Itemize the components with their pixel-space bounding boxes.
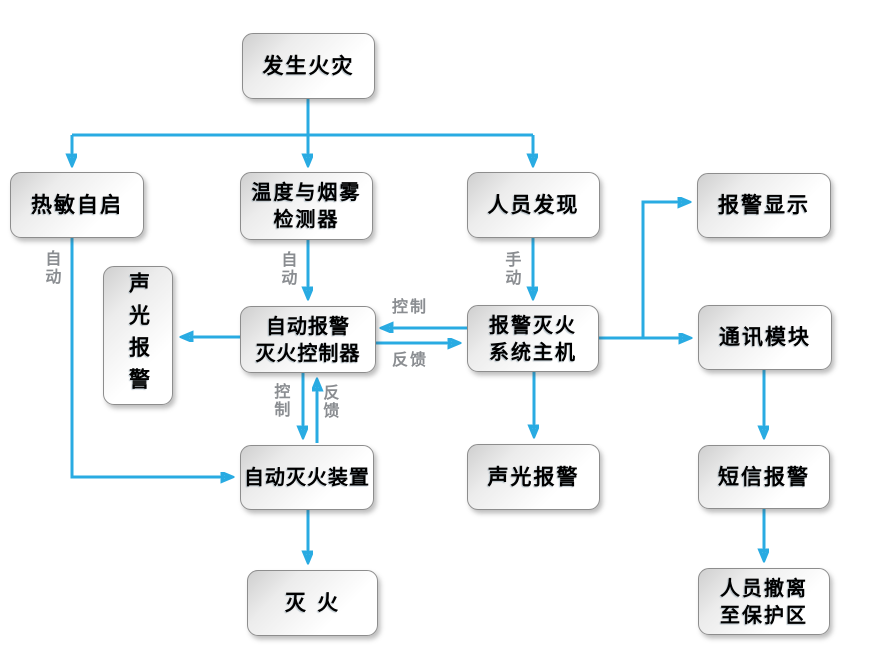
- node-sound-light-alarm-mid: 声光报警: [467, 444, 600, 510]
- node-thermal-auto-start: 热敏自启: [10, 172, 144, 238]
- node-sms-alarm: 短信报警: [698, 445, 830, 509]
- edge-label-control-horizontal: 控制: [392, 297, 429, 316]
- node-evacuate-label: 人员撤离 至保护区: [720, 575, 808, 627]
- node-alarm-system-host-label: 报警灭火 系统主机: [489, 312, 577, 364]
- node-temp-smoke-detector: 温度与烟雾 检测器: [240, 172, 373, 240]
- node-sound-light-alarm-left: 声光报警: [103, 266, 173, 405]
- edge-label-feedback-vertical: 反馈: [320, 384, 340, 420]
- edge-label-control-vertical: 控制: [271, 383, 291, 419]
- node-auto-alarm-controller: 自动报警 灭火控制器: [240, 306, 376, 373]
- flow-arrow-thermal-to-device: [70, 238, 231, 477]
- node-sound-light-alarm-mid-label: 声光报警: [487, 464, 580, 489]
- node-person-discover-label: 人员发现: [487, 192, 580, 217]
- flow-arrow-host-to-alarm-display: [641, 202, 688, 338]
- node-evacuate: 人员撤离 至保护区: [698, 568, 830, 635]
- node-comm-module-label: 通讯模块: [719, 325, 811, 350]
- node-alarm-system-host: 报警灭火 系统主机: [467, 305, 599, 372]
- node-person-discover: 人员发现: [467, 172, 600, 238]
- node-auto-extinguish-device: 自动灭火装置: [240, 445, 374, 510]
- edge-label-feedback-horizontal: 反馈: [392, 350, 429, 369]
- node-extinguish-label: 灭 火: [284, 590, 341, 615]
- node-sms-alarm-label: 短信报警: [718, 464, 810, 489]
- node-fire-occurs-label: 发生火灾: [262, 53, 355, 78]
- node-auto-alarm-controller-label: 自动报警 灭火控制器: [255, 313, 361, 365]
- node-auto-extinguish-device-label: 自动灭火装置: [244, 465, 370, 489]
- node-alarm-display: 报警显示: [697, 173, 831, 238]
- node-temp-smoke-detector-label: 温度与烟雾 检测器: [251, 180, 362, 231]
- node-comm-module: 通讯模块: [698, 305, 832, 370]
- node-thermal-auto-start-label: 热敏自启: [31, 192, 123, 217]
- node-fire-occurs: 发生火灾: [242, 33, 375, 99]
- edge-label-manual-person: 手动: [502, 251, 522, 287]
- edge-label-auto-detector: 自动: [278, 251, 298, 287]
- edge-label-auto-thermal: 自动: [42, 250, 62, 286]
- node-alarm-display-label: 报警显示: [718, 193, 810, 218]
- node-sound-light-alarm-left-label: 声光报警: [126, 271, 151, 400]
- node-extinguish: 灭 火: [247, 570, 378, 636]
